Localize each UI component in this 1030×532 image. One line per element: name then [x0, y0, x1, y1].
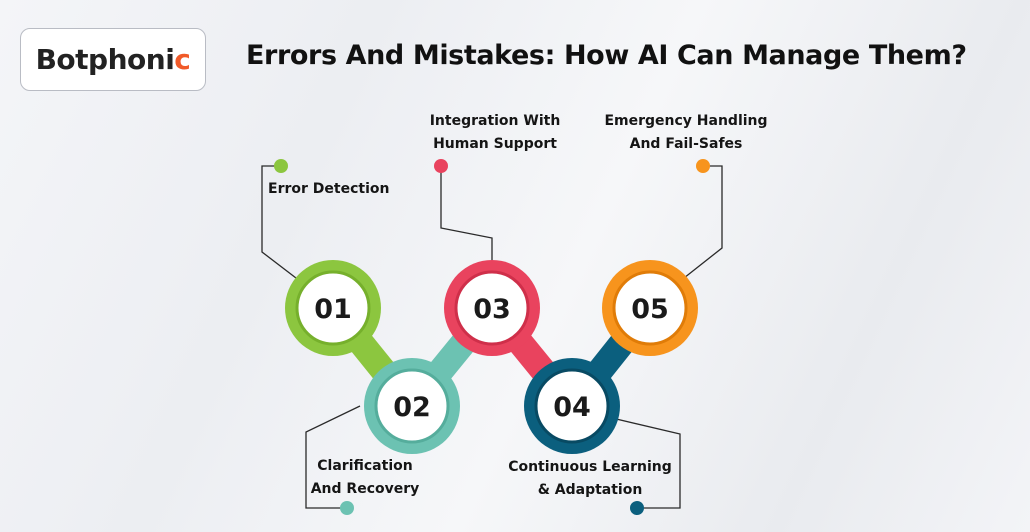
page-title: Errors And Mistakes: How AI Can Manage T…	[246, 40, 967, 71]
step-label-05: Emergency Handling And Fail-Safes	[598, 110, 774, 156]
step-number-05: 05	[631, 294, 669, 325]
step-label-03: Integration With Human Support	[418, 110, 572, 156]
dot-02	[340, 501, 354, 515]
logo-text: Botphoni	[35, 43, 175, 76]
dot-05	[696, 159, 710, 173]
step-label-05-line2: And Fail-Safes	[629, 136, 743, 152]
step-number-02: 02	[393, 392, 431, 423]
step-label-01-line1: Error Detection	[268, 181, 390, 197]
step-label-05-line1: Emergency Handling	[604, 113, 768, 129]
step-label-02: Clarification And Recovery	[300, 455, 430, 501]
leader-line-02	[305, 405, 361, 509]
step-label-01: Error Detection	[268, 178, 389, 201]
step-number-03: 03	[473, 294, 511, 325]
logo-accent: c	[174, 43, 191, 76]
leader-line-03	[440, 166, 493, 262]
step-number-04: 04	[553, 392, 591, 423]
step-circle-03: 03	[444, 260, 540, 356]
step-label-02-line2: And Recovery	[310, 481, 420, 497]
step-label-02-line1: Clarification	[317, 458, 413, 474]
dot-01	[274, 159, 288, 173]
dot-03	[434, 159, 448, 173]
step-circle-04: 04	[524, 358, 620, 454]
step-circle-02: 02	[364, 358, 460, 454]
logo: Botphonic	[20, 28, 206, 91]
step-label-04: Continuous Learning & Adaptation	[500, 456, 680, 502]
leader-line-01	[261, 165, 297, 279]
dot-04	[630, 501, 644, 515]
step-circle-05: 05	[602, 260, 698, 356]
step-number-01: 01	[314, 294, 352, 325]
step-label-03-line2: Human Support	[433, 136, 557, 152]
step-label-04-line1: Continuous Learning	[508, 459, 672, 475]
step-circle-01: 01	[285, 260, 381, 356]
leader-line-04	[611, 417, 681, 509]
step-label-03-line1: Integration With	[429, 113, 561, 129]
leader-line-05	[683, 165, 723, 279]
step-label-04-line2: & Adaptation	[537, 482, 643, 498]
